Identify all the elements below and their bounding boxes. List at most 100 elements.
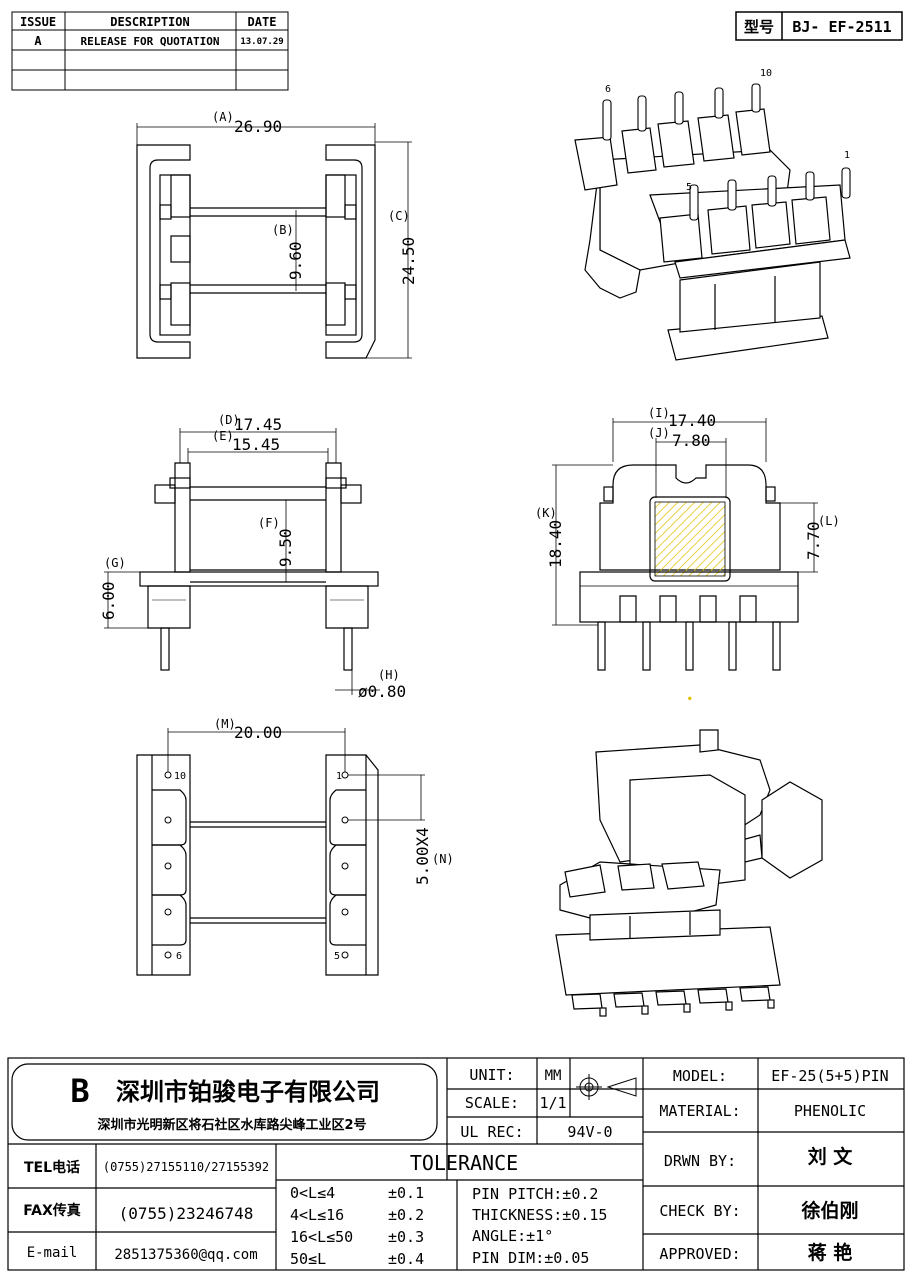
dim-N-value: 5.00X4: [413, 827, 432, 885]
bottom-pin-label-5: 5: [334, 951, 340, 962]
dim-F-value: 9.50: [276, 528, 295, 567]
fax-label: FAX传真: [23, 1202, 81, 1219]
dim-G-letter: (G): [104, 556, 126, 570]
tol-value-2: ±0.2: [388, 1206, 424, 1224]
dim-N-letter: (N): [432, 852, 454, 866]
rev-row-issue: A: [34, 34, 42, 48]
iso-pin-label-1: 1: [844, 150, 850, 161]
model-value: EF-25(5+5)PIN: [771, 1067, 888, 1085]
dim-F-letter: (F): [258, 516, 280, 530]
dim-J-value: 7.80: [672, 431, 711, 450]
stray-mark: ●: [688, 695, 692, 702]
rev-header-date: DATE: [248, 15, 277, 29]
top-view-dimension-lines: [136, 123, 412, 359]
dim-D-value: 17.45: [234, 415, 282, 434]
front-view-dimension-lines: [104, 428, 380, 695]
iso-pin-label-10: 10: [760, 68, 772, 79]
company-address: 深圳市光明新区将石社区水库路尖峰工业区2号: [97, 1117, 366, 1133]
top-view: [136, 144, 376, 359]
rev-header-issue: ISSUE: [20, 15, 56, 29]
unit-label: UNIT:: [469, 1066, 514, 1084]
tol-range-2: 4<L≤16: [290, 1206, 344, 1224]
email-label: E-mail: [27, 1245, 78, 1261]
dim-K-value: 18.40: [546, 520, 565, 568]
dim-B-letter: (B): [272, 223, 294, 237]
dim-E-value: 15.45: [232, 435, 280, 454]
company-logo: B: [70, 1072, 89, 1110]
material-label: MATERIAL:: [659, 1102, 740, 1120]
title-block-frame: [7, 1057, 905, 1271]
bottom-pin-label-1: 1: [336, 771, 342, 782]
fax-value: (0755)23246748: [119, 1204, 254, 1223]
tol-note-pin-dim: PIN DIM:±0.05: [472, 1249, 589, 1267]
drawn-by-label: DRWN BY:: [664, 1152, 736, 1170]
bottom-view-dimension-lines: [167, 728, 425, 821]
iso-pin-label-6: 6: [605, 84, 611, 95]
company-name: 深圳市铂骏电子有限公司: [116, 1078, 380, 1106]
tel-label: TEL电话: [24, 1159, 80, 1176]
tel-value: (0755)27155110/27155392: [103, 1160, 269, 1174]
scale-label: SCALE:: [465, 1094, 519, 1112]
dim-D-letter: (D): [218, 413, 240, 427]
bottom-pin-label-6: 6: [176, 951, 182, 962]
check-by-value: 徐伯刚: [800, 1199, 858, 1222]
rev-row-description: RELEASE FOR QUOTATION: [80, 35, 219, 48]
dim-G-value: 6.00: [99, 581, 118, 620]
tol-value-1: ±0.1: [388, 1184, 424, 1202]
dim-A-value: 26.90: [234, 117, 282, 136]
dim-H-letter: (H): [378, 668, 400, 682]
model-label: MODEL:: [673, 1067, 727, 1085]
tol-range-3: 16<L≤50: [290, 1228, 353, 1246]
dim-M-letter: (M): [214, 717, 236, 731]
dim-B-value: 9.60: [286, 241, 305, 280]
dim-I-value: 17.40: [668, 411, 716, 430]
tol-value-4: ±0.4: [388, 1250, 424, 1268]
ul-rec-label: UL REC:: [460, 1123, 523, 1141]
dim-C-value: 24.50: [399, 237, 418, 285]
revision-table: [11, 11, 289, 91]
projection-symbol-icon: [576, 1074, 637, 1100]
tol-note-angle: ANGLE:±1°: [472, 1227, 553, 1245]
approved-label: APPROVED:: [659, 1245, 740, 1263]
rev-header-description: DESCRIPTION: [110, 15, 189, 29]
dim-H-value: ø0.80: [358, 682, 406, 701]
bottom-view-pin-holes: [164, 771, 349, 959]
dim-L-value: 7.70: [804, 521, 823, 560]
model-box: 型号 BJ- EF-2511: [735, 11, 903, 41]
rev-row-date: 13.07.29: [240, 37, 283, 47]
dim-I-letter: (I): [648, 406, 670, 420]
unit-value: MM: [545, 1068, 562, 1084]
bottom-view: [136, 754, 379, 976]
approved-value: 蒋 艳: [808, 1241, 853, 1264]
model-box-value: BJ- EF-2511: [792, 18, 891, 36]
side-view: [579, 464, 799, 671]
email-value: 2851375360@qq.com: [114, 1247, 257, 1263]
bottom-pin-label-10: 10: [174, 771, 186, 782]
check-by-label: CHECK BY:: [659, 1202, 740, 1220]
iso-pin-label-5: 5: [686, 182, 692, 193]
tol-range-1: 0<L≤4: [290, 1184, 335, 1202]
material-value: PHENOLIC: [794, 1102, 866, 1120]
scale-value: 1/1: [539, 1094, 566, 1112]
dim-M-value: 20.00: [234, 723, 282, 742]
tol-value-3: ±0.3: [388, 1228, 424, 1246]
iso-view-top-pins: [602, 83, 851, 221]
tol-note-pin-pitch: PIN PITCH:±0.2: [472, 1185, 598, 1203]
tol-range-4: 50≤L: [290, 1250, 326, 1268]
tolerance-title: TOLERANCE: [410, 1151, 518, 1175]
drawn-by-value: 刘 文: [808, 1145, 854, 1168]
dim-A-letter: (A): [212, 110, 234, 124]
ul-rec-value: 94V-0: [567, 1123, 612, 1141]
dim-L-letter: (L): [818, 514, 840, 528]
iso-view-bottom: [555, 729, 823, 1017]
dim-J-letter: (J): [648, 426, 670, 440]
side-view-dimension-lines: [552, 418, 818, 626]
dim-C-letter: (C): [388, 209, 410, 223]
dim-E-letter: (E): [212, 429, 234, 443]
front-view: [139, 462, 379, 671]
model-box-label: 型号: [744, 18, 774, 36]
dim-K-letter: (K): [535, 506, 557, 520]
iso-view-top: [574, 108, 851, 361]
tol-note-thickness: THICKNESS:±0.15: [472, 1206, 607, 1224]
